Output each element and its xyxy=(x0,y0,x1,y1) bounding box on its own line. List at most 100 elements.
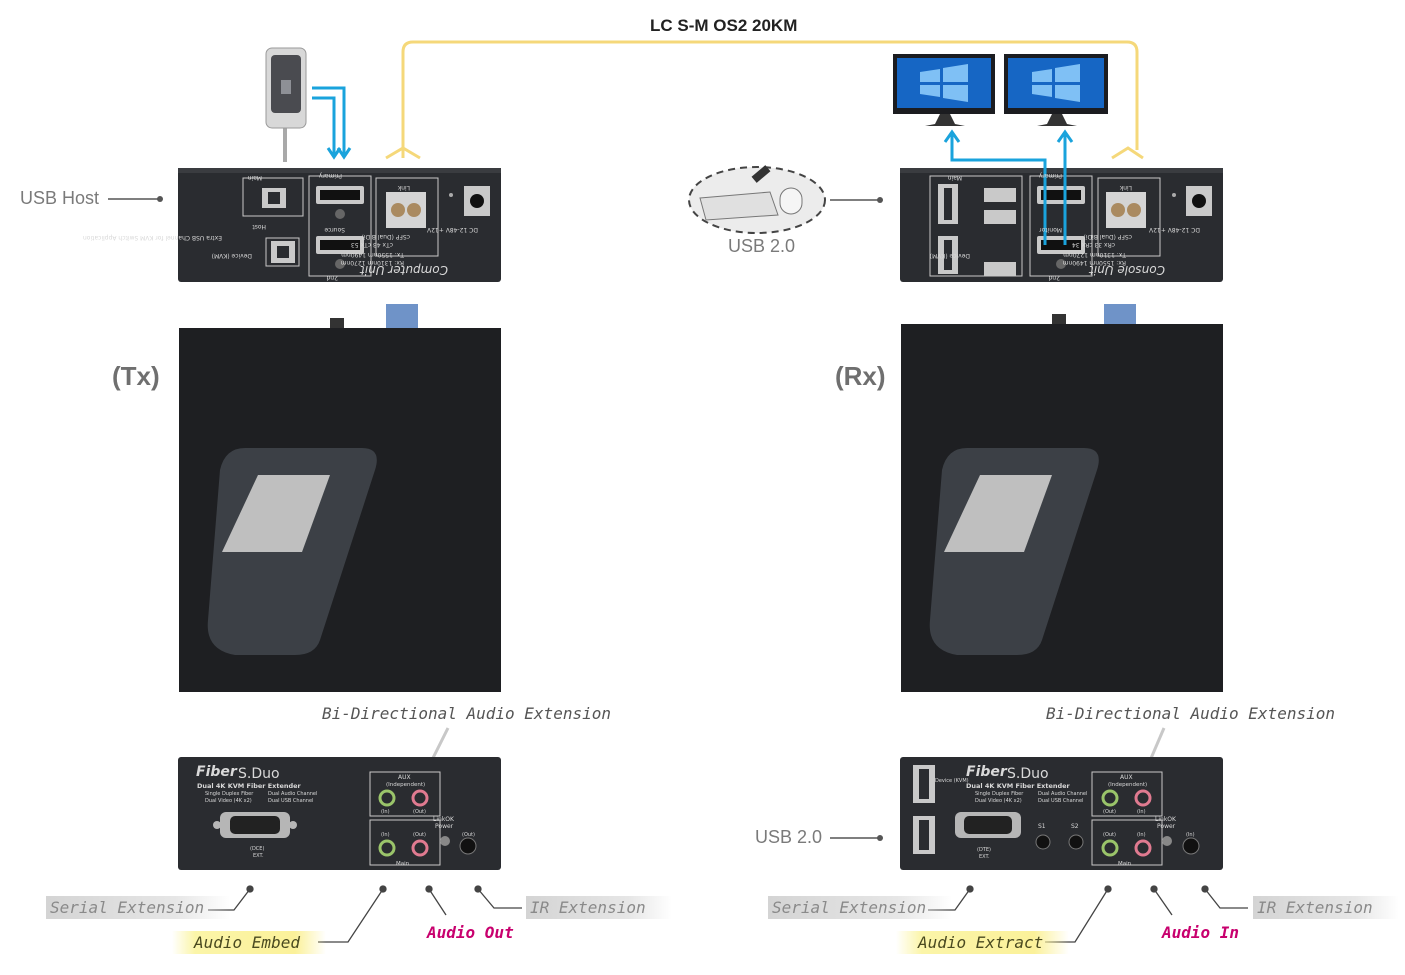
usb20-top-dot xyxy=(877,197,883,203)
rx-tx-wl: Tx: 1310nm 1270nm xyxy=(1063,251,1127,258)
rx-device-kvm: Device (KVM) xyxy=(930,252,970,259)
usb20-bottom-dot xyxy=(877,835,883,841)
tx-independent: (Independent) xyxy=(386,782,425,788)
monitor-icon-2 xyxy=(1004,54,1108,126)
rx-monitor-label: Monitor xyxy=(1039,226,1062,233)
tx-aux: AUX xyxy=(398,774,411,781)
tx-label: (Tx) xyxy=(112,361,160,391)
rx-aux-in: (In) xyxy=(1137,809,1146,815)
usb20-top-label: USB 2.0 xyxy=(728,236,796,256)
monitor-arrows xyxy=(943,129,1074,245)
tx-feat-3: Dual Video (4K x2) xyxy=(205,798,252,804)
tx-audio-out: Audio Out xyxy=(427,923,514,942)
fiber-cable xyxy=(401,40,1139,158)
rx-link-label: Link xyxy=(1119,184,1132,191)
tx-top-panel xyxy=(178,168,501,282)
tx-second-label: 2nd xyxy=(326,274,338,281)
tx-rx-wl: Rx: 1310nm 1270nm xyxy=(340,259,404,266)
rx-second-label: 2nd xyxy=(1048,274,1060,281)
rx-s1: S1 xyxy=(1038,823,1046,830)
tx-main-label: Main xyxy=(247,174,262,181)
tx-power: Power xyxy=(435,823,454,830)
rx-sfp-label: cSFP (Dual BiDi) xyxy=(1083,233,1132,240)
fiber-cable-label: LC S-M OS2 20KM xyxy=(650,16,798,35)
tx-subtitle: Dual 4K KVM Fiber Extender xyxy=(197,782,302,790)
hdmi-source-arrow xyxy=(312,86,352,160)
tx-audio-embed: Audio Embed xyxy=(172,931,326,954)
usb20-bottom-label: USB 2.0 xyxy=(755,827,823,847)
rx-main-out: (Out) xyxy=(1103,832,1116,838)
tx-main-in: (In) xyxy=(381,832,390,838)
bidir-audio-right: Bi-Directional Audio Extension xyxy=(1046,704,1335,723)
tx-serial-port: (DCE) xyxy=(250,846,264,852)
tx-host-label: Host xyxy=(252,223,266,230)
rx-ext: EXT. xyxy=(979,854,990,860)
tx-link-ok: LinkOK xyxy=(433,816,455,823)
rx-power: Power xyxy=(1157,823,1176,830)
tx-primary-label: Primary xyxy=(318,172,342,179)
tx-brand-2: S.Duo xyxy=(238,766,280,782)
rx-feat-2: Dual Audio Channel xyxy=(1038,791,1087,797)
rx-ctx-label: cRx 33 cRx 34 xyxy=(1072,241,1115,248)
rx-label: (Rx) xyxy=(835,361,886,391)
tx-link-label: Link xyxy=(397,184,410,191)
keyboard-mouse-icon xyxy=(688,165,826,234)
rx-power-label: DC 12-48V +12V xyxy=(1148,226,1200,233)
rx-ir-in: (In) xyxy=(1186,832,1195,838)
fiber-connector-right xyxy=(1111,146,1144,160)
usb-host-label: USB Host xyxy=(20,188,100,208)
tx-serial-extension: Serial Extension xyxy=(46,896,231,919)
rx-rx-wl: Rx: 1550nm 1490nm xyxy=(1062,259,1126,266)
rx-serial-extension: Serial Extension xyxy=(768,896,953,919)
tx-feat-4: Dual USB Channel xyxy=(268,798,313,804)
tx-extra-usb: Extra USB Channel for KVM Switch Applica… xyxy=(83,234,222,241)
tx-ext: EXT. xyxy=(253,853,264,859)
tx-unit-name: Computer Unit xyxy=(359,263,448,277)
rx-device-kvm-front: Device (KVM) xyxy=(935,778,969,784)
rx-serial-port: (DTE) xyxy=(977,847,991,853)
tx-ir-extension: IR Extension xyxy=(526,896,672,919)
tx-main-out: (Out) xyxy=(413,832,426,838)
rx-primary-label: Primary xyxy=(1038,172,1062,179)
rx-feat-1: Single Duplex Fiber xyxy=(975,791,1024,797)
tx-brand-1: Fiber xyxy=(196,764,238,780)
rx-brand-2: S.Duo xyxy=(1007,766,1049,782)
rx-main: Main xyxy=(1118,861,1132,867)
tx-feat-2: Dual Audio Channel xyxy=(268,791,317,797)
tx-source-label: Source xyxy=(324,226,345,233)
rx-unit-name: Console Unit xyxy=(1088,263,1165,277)
usb-key-icon xyxy=(265,47,307,129)
rx-s2: S2 xyxy=(1071,823,1079,830)
rx-subtitle: Dual 4K KVM Fiber Extender xyxy=(966,782,1071,790)
rx-link-ok: LinkOK xyxy=(1155,816,1177,823)
tx-ir-out: (Out) xyxy=(462,832,475,838)
tx-feat-1: Single Duplex Fiber xyxy=(205,791,254,797)
tx-body xyxy=(179,304,501,692)
tx-main: Main xyxy=(396,861,410,867)
tx-aux-out: (Out) xyxy=(413,809,426,815)
rx-front-panel xyxy=(900,757,1223,870)
rx-feat-3: Dual Video (4K x2) xyxy=(975,798,1022,804)
tx-callout-lines xyxy=(208,885,522,943)
rx-ir-extension: IR Extension xyxy=(1253,896,1399,919)
tx-device-kvm: Device (KVM) xyxy=(212,252,252,259)
tx-tx-wl: Tx: 1550nm 1490nm xyxy=(341,251,405,258)
rx-aux-out: (Out) xyxy=(1103,809,1116,815)
rx-aux: AUX xyxy=(1120,774,1133,781)
rx-brand-1: Fiber xyxy=(966,764,1008,780)
rx-top-panel xyxy=(900,168,1223,282)
monitor-icon-1 xyxy=(893,54,995,126)
rx-audio-in: Audio In xyxy=(1162,923,1240,942)
rx-body xyxy=(901,304,1223,692)
rx-main-label: Main xyxy=(947,174,962,181)
tx-ctx-label: cTx 43 cTx 53 xyxy=(351,241,393,248)
tx-sfp-label: cSFP (Dual BiDi) xyxy=(361,233,410,240)
bidir-audio-left: Bi-Directional Audio Extension xyxy=(322,704,611,723)
fiber-connector-left xyxy=(385,146,421,160)
tx-power-label: DC 12-48V +12V xyxy=(426,226,478,233)
rx-audio-extract: Audio Extract xyxy=(896,931,1070,954)
rx-main-in: (In) xyxy=(1137,832,1146,838)
tx-aux-in: (In) xyxy=(381,809,390,815)
rx-feat-4: Dual USB Channel xyxy=(1038,798,1083,804)
